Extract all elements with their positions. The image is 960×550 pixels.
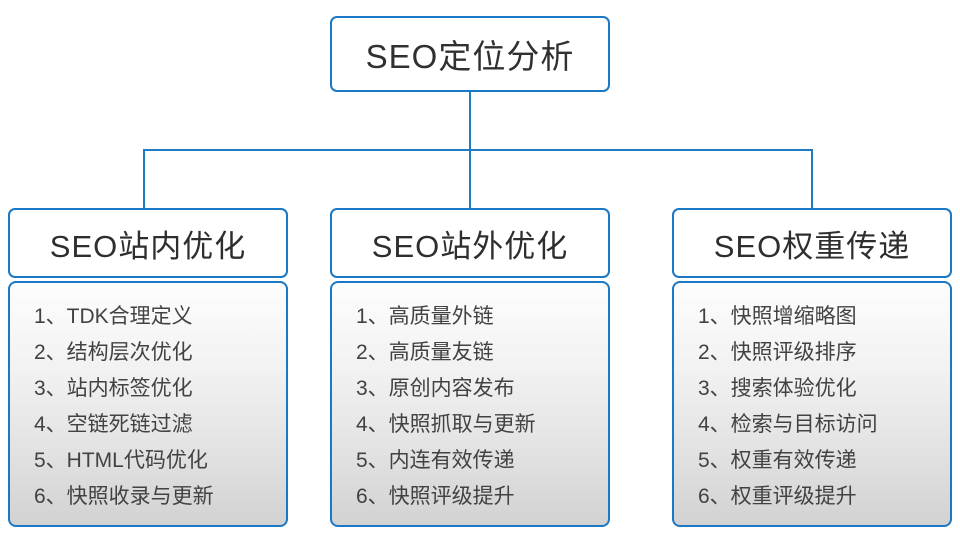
branch-item-list: 1、快照增缩略图 2、快照评级排序 3、搜索体验优化 4、检索与目标访问 5、权… — [698, 299, 940, 515]
branch-onsite-optimization: SEO站内优化 1、TDK合理定义 2、结构层次优化 3、站内标签优化 4、空链… — [8, 208, 288, 527]
connector-drop-middle — [469, 149, 471, 208]
list-item: 5、HTML代码优化 — [34, 449, 208, 472]
list-item: 2、快照评级排序 — [698, 341, 857, 364]
list-item: 6、快照评级提升 — [356, 485, 515, 508]
list-item: 4、快照抓取与更新 — [356, 413, 536, 436]
list-item: 6、权重评级提升 — [698, 485, 857, 508]
list-item: 6、快照收录与更新 — [34, 485, 214, 508]
connector-root-stem — [469, 92, 471, 150]
branch-item-list: 1、高质量外链 2、高质量友链 3、原创内容发布 4、快照抓取与更新 5、内连有… — [356, 299, 598, 515]
branch-panel-weight: 1、快照增缩略图 2、快照评级排序 3、搜索体验优化 4、检索与目标访问 5、权… — [672, 281, 952, 527]
connector-drop-left — [143, 149, 145, 208]
branch-offsite-optimization: SEO站外优化 1、高质量外链 2、高质量友链 3、原创内容发布 4、快照抓取与… — [330, 208, 610, 527]
list-item: 1、快照增缩略图 — [698, 305, 857, 328]
list-item: 4、空链死链过滤 — [34, 413, 193, 436]
branch-header-onsite: SEO站内优化 — [8, 208, 288, 278]
branch-item-list: 1、TDK合理定义 2、结构层次优化 3、站内标签优化 4、空链死链过滤 5、H… — [34, 299, 276, 515]
branch-title: SEO站内优化 — [49, 228, 247, 264]
list-item: 2、高质量友链 — [356, 341, 494, 364]
list-item: 2、结构层次优化 — [34, 341, 193, 364]
list-item: 1、高质量外链 — [356, 305, 494, 328]
branch-title: SEO权重传递 — [713, 228, 911, 264]
root-node-seo-positioning: SEO定位分析 — [330, 16, 610, 92]
list-item: 5、权重有效传递 — [698, 449, 857, 472]
branch-title: SEO站外优化 — [371, 228, 569, 264]
list-item: 4、检索与目标访问 — [698, 413, 878, 436]
branch-weight-transfer: SEO权重传递 1、快照增缩略图 2、快照评级排序 3、搜索体验优化 4、检索与… — [672, 208, 952, 527]
list-item: 3、原创内容发布 — [356, 377, 515, 400]
branch-header-offsite: SEO站外优化 — [330, 208, 610, 278]
connector-horizontal — [143, 149, 813, 151]
list-item: 1、TDK合理定义 — [34, 305, 193, 328]
branch-header-weight: SEO权重传递 — [672, 208, 952, 278]
connector-drop-right — [811, 149, 813, 208]
branch-panel-onsite: 1、TDK合理定义 2、结构层次优化 3、站内标签优化 4、空链死链过滤 5、H… — [8, 281, 288, 527]
list-item: 5、内连有效传递 — [356, 449, 515, 472]
root-node-label: SEO定位分析 — [365, 38, 575, 75]
list-item: 3、搜索体验优化 — [698, 377, 857, 400]
list-item: 3、站内标签优化 — [34, 377, 193, 400]
branch-panel-offsite: 1、高质量外链 2、高质量友链 3、原创内容发布 4、快照抓取与更新 5、内连有… — [330, 281, 610, 527]
